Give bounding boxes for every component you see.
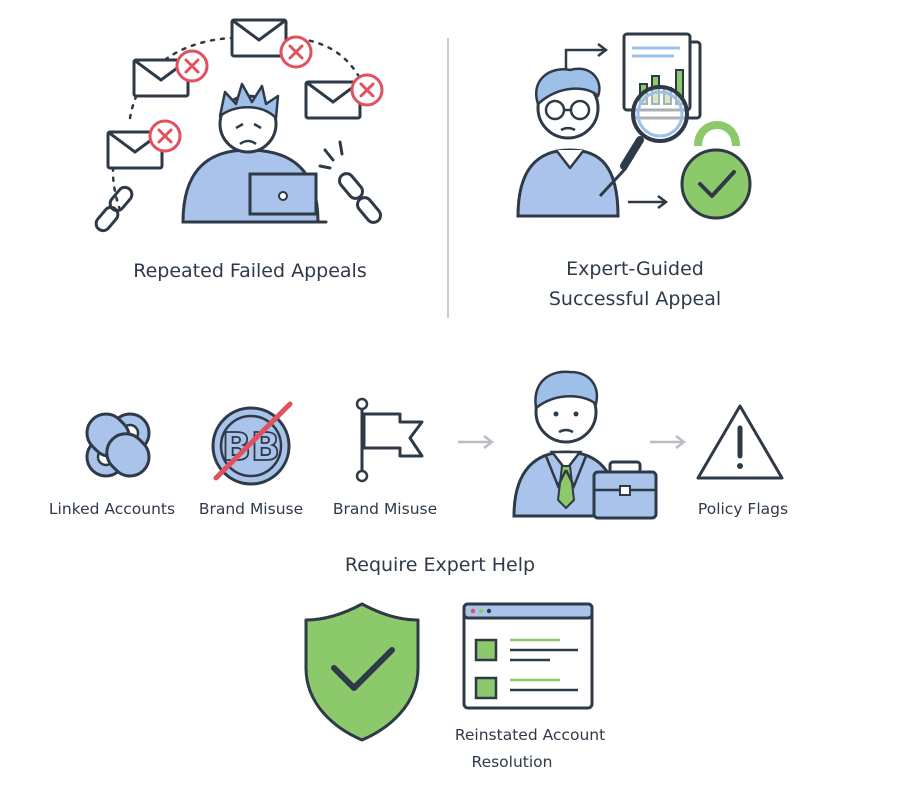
successful-appeal-label-line2: Successful Appeal xyxy=(548,288,722,310)
warning-triangle-icon xyxy=(696,404,784,480)
issue-label-brand-misuse: Brand Misuse xyxy=(198,500,304,518)
envelope-rejected-icon xyxy=(230,18,313,69)
issue-label-brand-misuse-flag: Brand Misuse xyxy=(332,500,438,518)
envelope-rejected-icon xyxy=(304,73,384,120)
svg-text:BB: BB xyxy=(222,425,280,469)
broken-link-icon xyxy=(85,412,151,478)
arrow-right-icon xyxy=(650,435,687,449)
arrow-right-icon xyxy=(458,435,495,449)
envelope-rejected-icon xyxy=(132,49,209,98)
shield-check-icon xyxy=(304,602,420,742)
briefcase-icon xyxy=(592,460,658,520)
browser-window-icon xyxy=(462,602,594,710)
issue-label-linked-accounts: Linked Accounts xyxy=(48,500,176,518)
successful-appeal-label-line1: Expert-Guided xyxy=(566,258,704,280)
brand-prohibited-icon: BB xyxy=(211,401,293,486)
successful-appeal-illustration xyxy=(516,32,752,220)
result-label-line2: Resolution xyxy=(471,753,553,771)
expert-person-icon xyxy=(516,67,620,218)
envelope-rejected-icon xyxy=(106,119,182,170)
issue-label-policy-flags: Policy Flags xyxy=(697,500,789,518)
success-check-icon xyxy=(680,121,752,220)
failed-appeals-label: Repeated Failed Appeals xyxy=(133,260,367,282)
broken-chain-icon xyxy=(318,140,382,224)
flag-icon xyxy=(355,397,424,483)
magnifier-icon xyxy=(620,85,689,170)
business-expert-icon xyxy=(512,370,620,518)
broken-chain-icon xyxy=(94,185,134,233)
laptop-icon xyxy=(228,172,328,224)
failed-appeals-illustration xyxy=(94,18,384,233)
expert-help-label: Require Expert Help xyxy=(344,554,536,576)
result-label-line1: Reinstated Account xyxy=(454,726,606,744)
